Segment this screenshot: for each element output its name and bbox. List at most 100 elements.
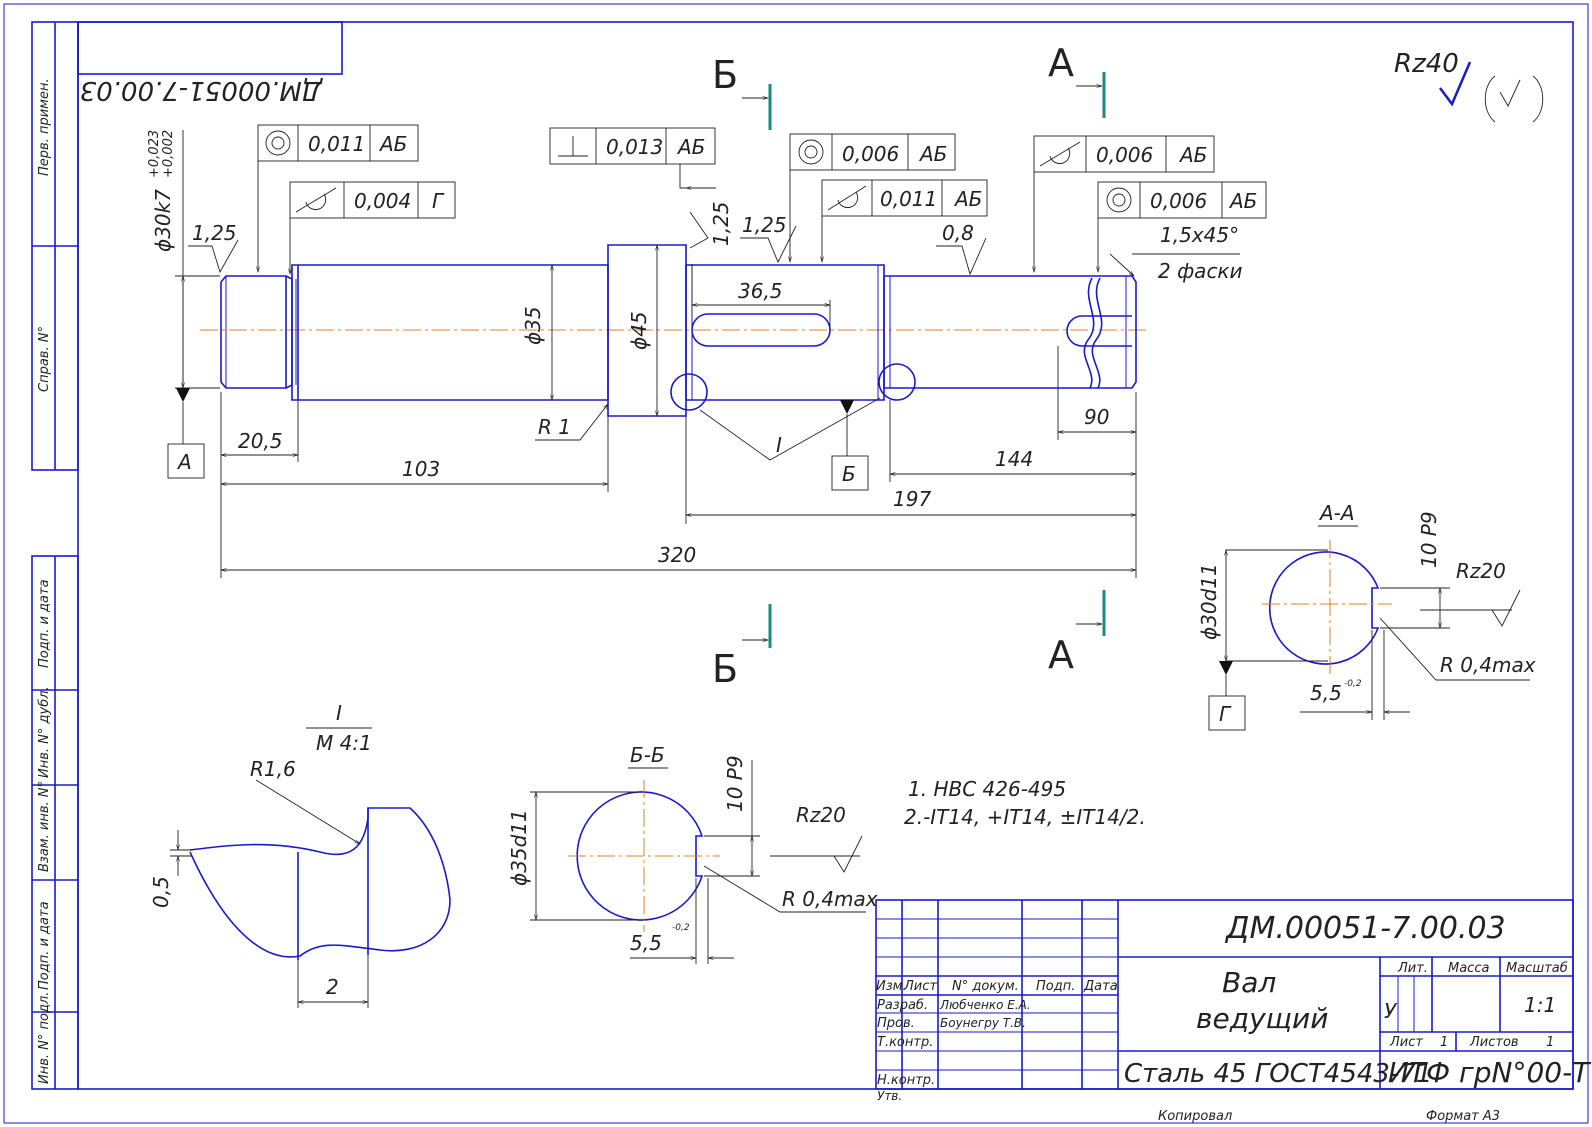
ra-125-seg3: 1,25	[742, 213, 787, 237]
tb-sheets-value: 1	[1546, 1035, 1554, 1050]
tol-0-base: АБ	[378, 132, 407, 156]
tb-mass-label: Масса	[1448, 961, 1489, 976]
section-bb-depth: 5,5	[630, 931, 662, 955]
section-bb-key: 10 Р9	[723, 755, 747, 812]
datum-b: Б	[842, 462, 856, 486]
tol-6-base: АБ	[1228, 189, 1257, 213]
designation-box-mirrored: ДМ.00051-7.00.03	[77, 21, 343, 105]
section-aa: А-А ϕ30d11 Г 10 Р9 Rz20 5,5 -0,2 R 0,4ma…	[1197, 501, 1536, 731]
cut-b-top: Б	[712, 53, 738, 97]
chamfer-note: 2 фаски	[1158, 259, 1243, 283]
copied-label: Копировал	[1158, 1109, 1232, 1124]
tb-designation: ДМ.00051-7.00.03	[1224, 911, 1506, 946]
dim-20-5: 20,5	[238, 429, 283, 453]
section-bb-title: Б-Б	[630, 743, 665, 767]
outer-border	[3, 3, 1589, 1124]
tb-name-razrab: Любченко Е.А.	[939, 998, 1031, 1012]
general-roughness: Rz40	[1394, 49, 1544, 123]
tb-material: Сталь 45 ГОСТ4543-71	[1124, 1059, 1432, 1089]
tb-header-sign: Подп.	[1036, 979, 1075, 994]
tol-1-base: Г	[432, 189, 445, 213]
dim-r1: R 1	[538, 415, 571, 439]
tol-4-value: 0,011	[880, 187, 937, 211]
note-1: 1. HBC 426-495	[908, 777, 1066, 801]
side-label-5: Подп. и дата	[37, 901, 52, 990]
note-2: 2.-IT14, +IT14, ±IT14/2.	[904, 805, 1146, 829]
section-aa-depth: 5,5	[1310, 681, 1342, 705]
main-dimensions: ϕ30k7 +0,023 +0,002 А 1,25 ϕ35 ϕ45 R 1 2…	[147, 130, 1243, 578]
cut-a-bottom: А	[1048, 633, 1074, 677]
datum-g: Г	[1219, 702, 1232, 726]
detail-callout: I	[776, 433, 782, 457]
section-aa-dia: ϕ30d11	[1197, 563, 1221, 640]
ra-125-left: 1,25	[192, 221, 237, 245]
tol-3-value: 0,006	[842, 142, 899, 166]
section-bb-radius: R 0,4max	[782, 887, 878, 911]
ra-08: 0,8	[942, 221, 974, 245]
dim-d35: ϕ35	[521, 306, 545, 345]
tb-header-date: Дата	[1083, 979, 1118, 994]
detail-r16: R1,6	[250, 757, 296, 781]
dim-d30k7-lower: +0,002	[161, 130, 176, 178]
tb-sheet-label: Лист	[1389, 1035, 1423, 1050]
dim-d30k7-upper: +0,023	[147, 130, 162, 178]
side-label-2: Подп. и дата	[37, 579, 52, 668]
cut-b-bottom: Б	[712, 647, 738, 691]
side-label-1: Справ. N°	[37, 326, 52, 392]
tb-role-razrab: Разраб.	[877, 998, 928, 1013]
tb-role-nkontr: Н.контр.	[877, 1073, 935, 1088]
tb-header-list: Лист	[903, 979, 937, 994]
tb-part-name-2: ведущий	[1196, 1002, 1328, 1035]
detail-d05: 0,5	[149, 876, 173, 908]
tol-2-value: 0,013	[606, 135, 663, 159]
designation-mirrored: ДМ.00051-7.00.03	[80, 75, 323, 105]
section-aa-radius: R 0,4max	[1440, 653, 1536, 677]
tb-role-prov: Пров.	[877, 1016, 915, 1031]
tol-5-base: АБ	[1178, 143, 1207, 167]
format-label: Формат А3	[1426, 1109, 1500, 1124]
tol-4-base: АБ	[953, 187, 982, 211]
section-aa-key: 10 Р9	[1417, 511, 1441, 568]
tb-part-name-1: Вал	[1222, 966, 1276, 999]
chamfer: 1,5x45°	[1160, 223, 1239, 247]
tb-role-tkontr: Т.контр.	[877, 1035, 933, 1050]
tb-scale-label: Масштаб	[1506, 961, 1568, 976]
tb-organization: ИТФ грN°00-Т	[1388, 1056, 1591, 1089]
tb-name-prov: Боунегру Т.В.	[940, 1016, 1026, 1030]
roughness-rz40: Rz40	[1394, 49, 1459, 79]
tb-sheet-value: 1	[1440, 1035, 1448, 1050]
tb-lit-value: У	[1384, 999, 1398, 1023]
section-aa-depth-tol: -0,2	[1344, 679, 1362, 689]
cut-a-top: А	[1048, 41, 1074, 85]
section-bb-rz: Rz20	[796, 803, 846, 827]
datum-a: А	[176, 450, 192, 474]
detail-view: I М 4:1 R1,6 0,5 2	[149, 701, 451, 1008]
title-block: Изм. Лист N° докум. Подп. Дата Разраб. П…	[875, 899, 1591, 1103]
tolerance-frames: 0,011 АБ 0,004 Г 0,013 АБ 0,006 АБ 0,011…	[256, 124, 1267, 275]
detail-d2: 2	[326, 975, 339, 999]
dim-d30k7: ϕ30k7	[151, 189, 175, 252]
tol-2-base: АБ	[676, 135, 705, 159]
side-label-3: Инв. N° дубл.	[37, 686, 52, 778]
ra-125-collar: 1,25	[709, 201, 733, 246]
shaft-main-view	[200, 244, 1150, 417]
detail-scale-den: М 4:1	[316, 731, 372, 755]
tol-3-base: АБ	[918, 142, 947, 166]
tb-role-utv: Утв.	[877, 1089, 902, 1103]
tb-sheets-label: Листов	[1469, 1035, 1519, 1050]
tol-5-value: 0,006	[1096, 143, 1153, 167]
side-label-4: Взам. инв. N°	[37, 781, 52, 872]
dim-320: 320	[658, 543, 696, 567]
tb-lit-label: Лит.	[1397, 961, 1428, 976]
tb-header-doc: N° докум.	[952, 979, 1019, 994]
tol-1-value: 0,004	[354, 189, 411, 213]
tb-scale-value: 1:1	[1524, 993, 1556, 1017]
tb-header-izm: Изм.	[876, 979, 907, 994]
dim-103: 103	[402, 457, 440, 481]
section-aa-title: А-А	[1318, 501, 1355, 525]
tol-6-value: 0,006	[1150, 189, 1207, 213]
notes: 1. HBC 426-495 2.-IT14, +IT14, ±IT14/2.	[904, 777, 1146, 829]
left-strip: Перв. примен. Справ. N° Подп. и дата Инв…	[31, 21, 79, 1090]
dim-36-5: 36,5	[738, 279, 783, 303]
